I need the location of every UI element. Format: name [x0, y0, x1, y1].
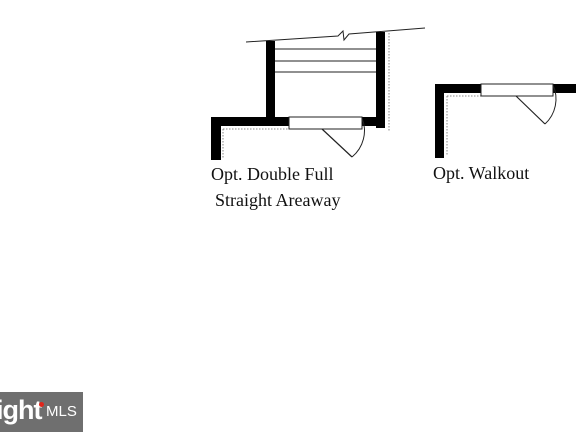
caption-double-areaway-line2: Straight Areaway	[215, 190, 341, 210]
caption-double-areaway-line1: Opt. Double Full	[211, 164, 334, 184]
areaway-left-wall	[266, 41, 275, 118]
walkout-wall-right	[553, 84, 576, 93]
walkout-plan	[435, 83, 576, 158]
door-swing	[351, 117, 365, 158]
double-areaway-plan	[211, 27, 426, 160]
door-swing	[544, 84, 557, 125]
door-frame	[288, 116, 363, 130]
break-line	[245, 27, 426, 43]
door-panel	[321, 128, 353, 158]
watermark-dot-icon	[39, 402, 44, 407]
foundation-wall-right	[362, 117, 385, 126]
foundation-wall	[211, 117, 289, 160]
door-frame	[480, 83, 554, 97]
door-panel	[515, 95, 546, 125]
walkout-wall	[435, 84, 481, 158]
areaway-right-wall	[376, 32, 385, 128]
watermark-word: ight	[0, 395, 42, 425]
watermark-mls: MLS	[46, 403, 77, 420]
mls-watermark: ight MLS	[0, 392, 83, 432]
caption-walkout: Opt. Walkout	[433, 163, 530, 183]
